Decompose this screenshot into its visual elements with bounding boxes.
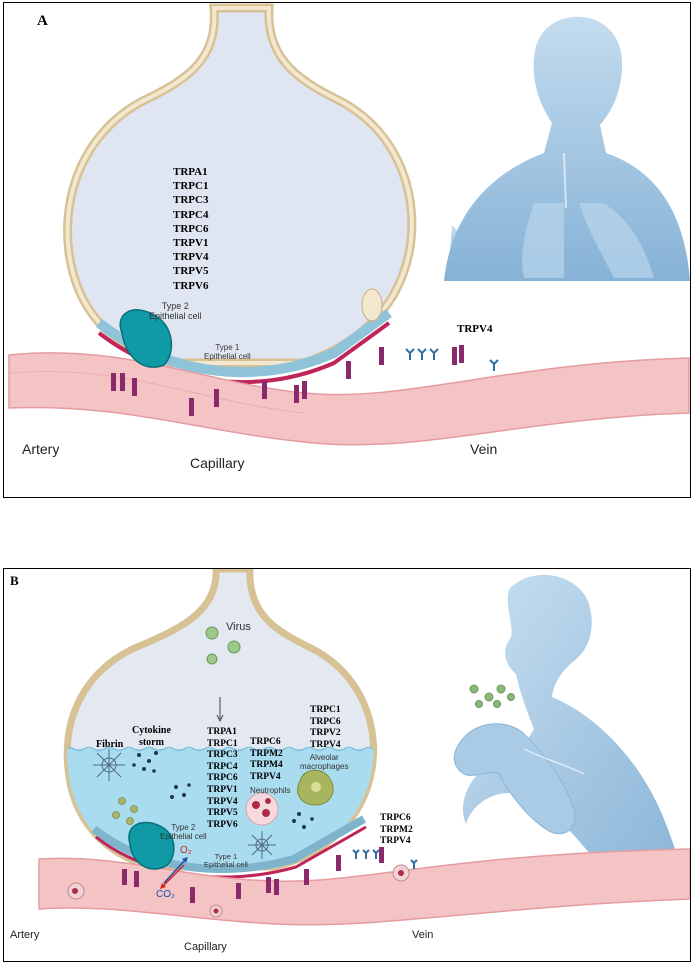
channel-label: TRPV2 [310,728,341,739]
cytokine-storm-label: Cytokine storm [132,725,171,749]
trp-channels [111,345,464,416]
artery-label: Artery [22,441,60,457]
neutrophil-channel-list: TRPC6 TRPM2 TRPM4 TRPV4 [250,737,283,783]
label-line: Type 2 [161,301,189,311]
capillary-label: Capillary [190,455,245,471]
channel-label: TRPV4 [207,796,238,807]
channel-label: TRPV5 [173,265,209,278]
virus-label: Virus [226,621,251,633]
type2-cell-label: Type 2 Epithelial cell [160,823,207,841]
fibrin-label: Fibrin [96,739,124,750]
channel-label: TRPC4 [207,761,238,772]
macrophage-channel-list: TRPC1 TRPC6 TRPV2 TRPV4 [310,705,341,751]
type2-cell [128,821,175,870]
label-line: macrophages [300,762,349,771]
channel-label: TRPM2 [250,748,283,759]
label-line: Epithelial cell [149,311,202,321]
cytokine-particles [132,751,314,829]
channel-label: TRPC3 [207,750,238,761]
channel-label: TRPC3 [173,194,209,207]
panel-b: B [3,568,691,962]
vein-label: Vein [470,441,498,457]
label-line: Epithelial cell [160,832,207,841]
fibrin-stars [112,797,138,825]
receptor-icons [405,348,499,371]
type2-cell [119,309,173,368]
label-line: Epithelial cell [204,860,248,869]
channel-label: TRPC6 [380,813,411,823]
epithelial-channel-list: TRPA1 TRPC1 TRPC3 TRPC4 TRPC6 TRPV1 TRPV… [207,727,238,831]
channel-label: TRPC1 [207,738,238,749]
panel-a-letter: A [37,13,48,29]
channel-label: TRPV4 [173,251,209,264]
label-line: Type 2 [171,823,196,832]
channel-label: TRPV4 [250,771,281,782]
virus-in-fluid [248,831,276,859]
artery-label: Artery [10,929,40,941]
panel-b-illustration [38,569,690,926]
type2-cell-label: Type 2 Epithelial cell [149,301,202,321]
panel-a: A [3,2,691,498]
gas-exchange-arrows [160,857,188,889]
coughing-human-figure [453,574,690,899]
alveolus-channel-list: TRPA1 TRPC1 TRPC3 TRPC4 TRPC6 TRPV1 TRPV… [173,165,208,293]
channel-label: TRPC6 [173,222,209,235]
neutrophil-cell [245,792,279,826]
o2-label: O₂ [180,845,192,856]
channel-label: TRPM2 [380,824,413,835]
channel-label: TRPA1 [173,166,208,178]
type1-cell-label: Type 1 Epithelial cell [204,853,248,869]
fibrin-icon [93,749,125,781]
label-line: storm [138,737,164,748]
channel-label: TRPC6 [310,716,341,727]
co2-label: CO₂ [156,889,175,900]
panel-b-letter: B [10,573,19,588]
vein-label: Vein [412,929,434,941]
label-line: Type 1 [214,852,238,861]
human-torso-figure [444,16,690,281]
channel-label: TRPC1 [173,180,209,193]
channel-label: TRPV6 [207,819,238,830]
panel-a-illustration [8,3,690,446]
type1-cell-label: Type 1 Epithelial cell [204,343,251,361]
vessel-channel-list: TRPC6 TRPM2 TRPV4 [380,813,413,848]
channel-label: TRPC4 [173,208,209,221]
channel-label: TRPA1 [207,727,237,737]
label-line: Epithelial cell [204,352,251,361]
channel-label: TRPC1 [310,705,341,715]
channel-label: TRPV6 [173,279,209,292]
label-line: Alveolar [309,753,339,762]
channel-label: TRPV1 [173,237,209,250]
capillary-label: Capillary [184,941,227,953]
channel-label: TRPV4 [380,836,411,847]
neutrophils-label: Neutrophils [250,786,291,795]
vessel-channel-label: TRPV4 [457,323,493,335]
receptor-icons [352,849,418,869]
label-line: Cytokine [132,725,171,736]
channel-label: TRPV4 [310,739,341,750]
channel-label: TRPC6 [250,737,281,747]
blood-cells [67,864,410,918]
channel-label: TRPC6 [207,773,238,784]
label-line: Type 1 [215,343,240,352]
trp-channels [122,847,384,903]
virus-particles [205,626,241,665]
alveolus [63,3,417,368]
channel-label: TRPV5 [207,808,238,819]
channel-label: TRPM4 [250,760,283,771]
channel-label: TRPV1 [207,784,238,795]
exhaled-virus-particles [469,684,515,708]
macrophage-label: Alveolar macrophages [300,753,348,771]
